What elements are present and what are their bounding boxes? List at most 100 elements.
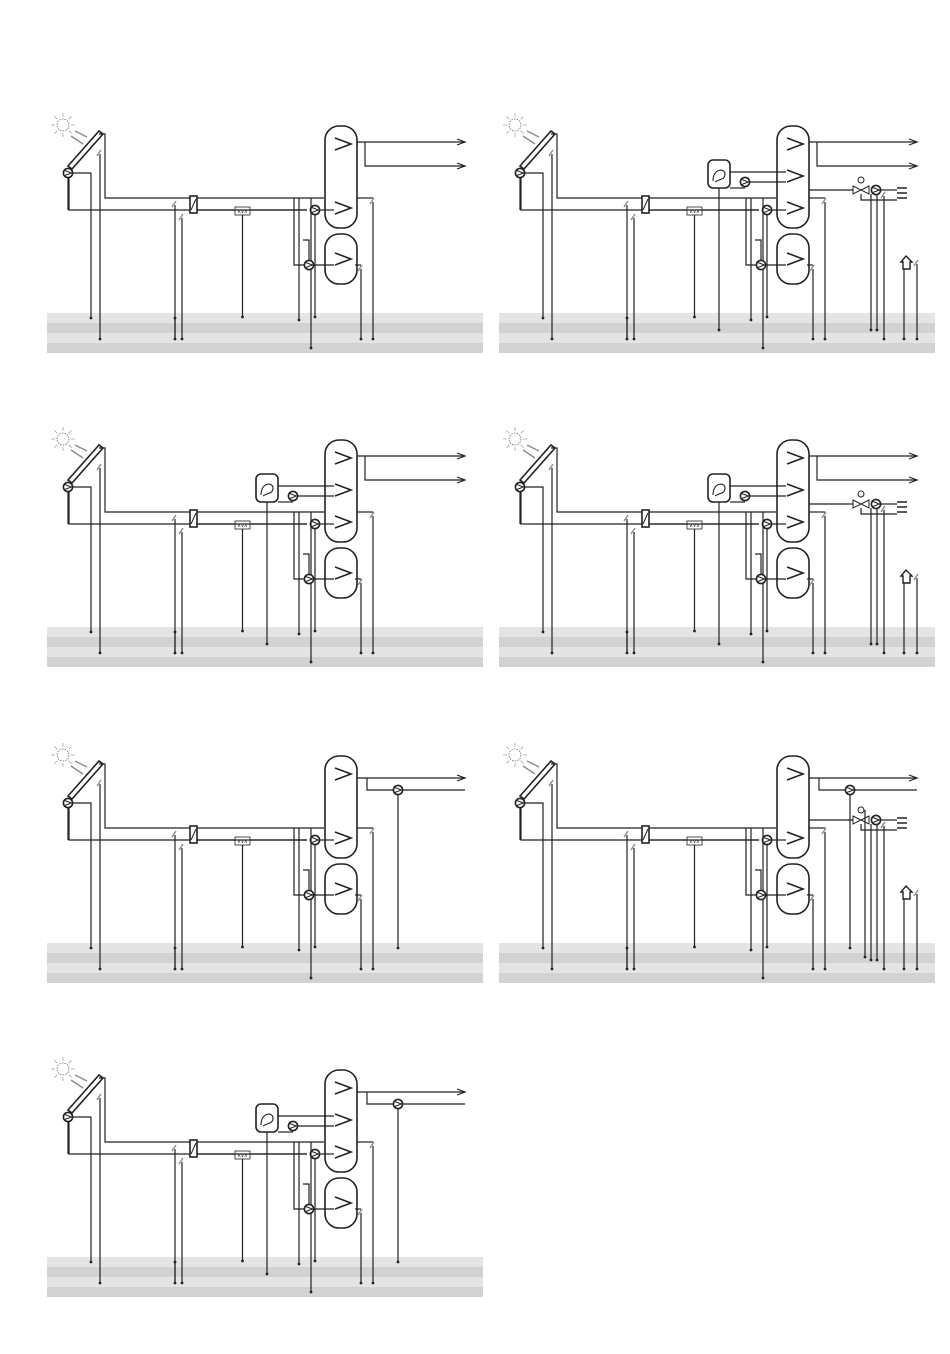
hydraulic-schematic: ∧∨∧ — [47, 424, 487, 674]
bus-band — [47, 973, 483, 983]
pump-icon — [304, 890, 313, 899]
pump-icon — [515, 482, 524, 491]
tank-icon — [777, 440, 809, 542]
bus-band — [47, 1287, 483, 1297]
controller-icon: ∧∨∧ — [235, 521, 250, 529]
pump-icon — [63, 168, 72, 177]
controller-icon: ∧∨∧ — [687, 521, 702, 529]
heat-exchanger-icon — [642, 826, 649, 843]
tank-icon — [325, 126, 357, 228]
schematic-panel: ∧∨∧ — [499, 110, 939, 360]
bus-band — [47, 647, 483, 657]
bus-band — [47, 333, 483, 343]
tank-icon — [325, 1070, 357, 1172]
pump-icon — [515, 798, 524, 807]
pump-icon — [304, 1204, 313, 1213]
pump-icon — [762, 519, 771, 528]
pump-icon — [393, 785, 402, 794]
pump-icon — [515, 168, 524, 177]
bus-band — [47, 323, 483, 333]
heat-exchanger-icon — [190, 826, 197, 843]
schematic-panel: ∧∨∧ — [47, 1054, 487, 1304]
schematic-panel: ∧∨∧ — [47, 740, 487, 990]
sun-icon — [503, 113, 527, 137]
house-icon — [901, 570, 912, 583]
pump-icon — [762, 205, 771, 214]
schematic-panel: ∧∨∧ — [47, 110, 487, 360]
boiler-icon — [708, 160, 730, 188]
radiator-icon — [897, 188, 907, 198]
bus-band — [499, 637, 935, 647]
radiator-icon — [897, 818, 907, 828]
bus-band — [499, 333, 935, 343]
heat-exchanger-icon — [190, 196, 197, 213]
pump-icon — [871, 499, 880, 508]
heat-exchanger-icon — [642, 196, 649, 213]
hydraulic-schematic: ∧∨∧ — [499, 424, 939, 674]
heat-exchanger-icon — [190, 510, 197, 527]
pump-icon — [756, 890, 765, 899]
tank-icon — [777, 756, 809, 858]
pump-icon — [310, 519, 319, 528]
pump-icon — [304, 260, 313, 269]
controller-icon: ∧∨∧ — [235, 837, 250, 845]
hydraulic-schematic: ∧∨∧ — [47, 740, 487, 990]
bus-band — [499, 647, 935, 657]
mixer-valve-icon — [853, 807, 869, 824]
schematic-panel: ∧∨∧ — [47, 424, 487, 674]
hydraulic-schematic: ∧∨∧ — [47, 1054, 487, 1304]
pump-icon — [310, 205, 319, 214]
pump-icon — [63, 482, 72, 491]
bus-band — [47, 943, 483, 953]
bus-band — [47, 953, 483, 963]
bus-band — [499, 323, 935, 333]
pump-icon — [756, 260, 765, 269]
sun-icon — [51, 427, 75, 451]
pump-icon — [845, 785, 854, 794]
pump-icon — [310, 1149, 319, 1158]
boiler-icon — [708, 474, 730, 502]
bus-band — [499, 943, 935, 953]
controller-icon: ∧∨∧ — [687, 837, 702, 845]
heat-exchanger-icon — [190, 1140, 197, 1157]
bus-band — [47, 657, 483, 667]
pump-icon — [393, 1099, 402, 1108]
bus-band — [47, 627, 483, 637]
hydraulic-schematic: ∧∨∧ — [499, 740, 939, 990]
sun-icon — [503, 743, 527, 767]
bus-band — [47, 313, 483, 323]
pump-icon — [756, 574, 765, 583]
pump-icon — [288, 491, 297, 500]
controller-icon: ∧∨∧ — [235, 207, 250, 215]
bus-band — [47, 343, 483, 353]
controller-icon: ∧∨∧ — [687, 207, 702, 215]
hydraulic-schematic: ∧∨∧ — [499, 110, 939, 360]
pump-icon — [310, 835, 319, 844]
pump-icon — [63, 1112, 72, 1121]
bus-band — [499, 973, 935, 983]
pump-icon — [871, 185, 880, 194]
pump-icon — [871, 815, 880, 824]
mixer-valve-icon — [853, 177, 869, 194]
controller-icon: ∧∨∧ — [235, 1151, 250, 1159]
tank-icon — [325, 440, 357, 542]
boiler-icon — [256, 474, 278, 502]
tank-icon — [777, 126, 809, 228]
sun-icon — [503, 427, 527, 451]
pump-icon — [740, 177, 749, 186]
sun-icon — [51, 1057, 75, 1081]
bus-band — [499, 953, 935, 963]
pump-icon — [288, 1121, 297, 1130]
bus-band — [47, 1267, 483, 1277]
bus-band — [47, 1257, 483, 1267]
radiator-icon — [897, 502, 907, 512]
house-icon — [901, 256, 912, 269]
heat-exchanger-icon — [642, 510, 649, 527]
bus-band — [499, 657, 935, 667]
bus-band — [499, 313, 935, 323]
house-icon — [901, 886, 912, 899]
schematic-panel: ∧∨∧ — [499, 740, 939, 990]
sun-icon — [51, 743, 75, 767]
mixer-valve-icon — [853, 491, 869, 508]
bus-band — [47, 963, 483, 973]
